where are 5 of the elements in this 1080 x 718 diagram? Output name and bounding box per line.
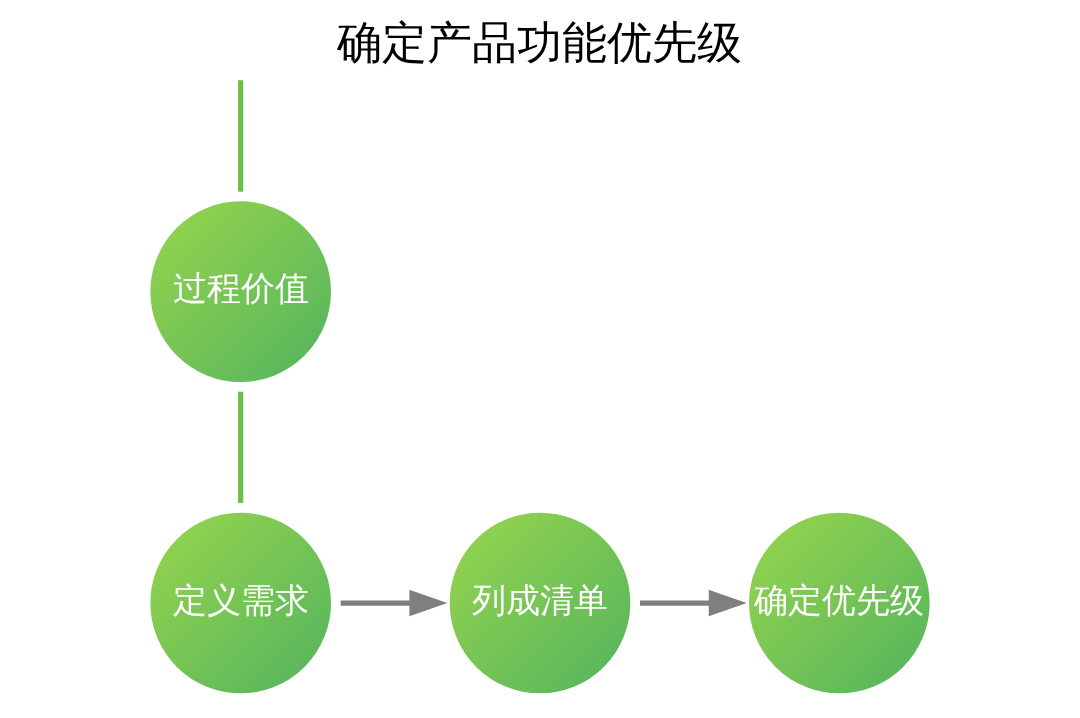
connector bbox=[238, 80, 244, 192]
arrow bbox=[639, 589, 747, 617]
connector bbox=[238, 391, 244, 503]
arrow bbox=[340, 589, 448, 617]
diagram-title: 确定产品功能优先级 bbox=[337, 15, 743, 69]
